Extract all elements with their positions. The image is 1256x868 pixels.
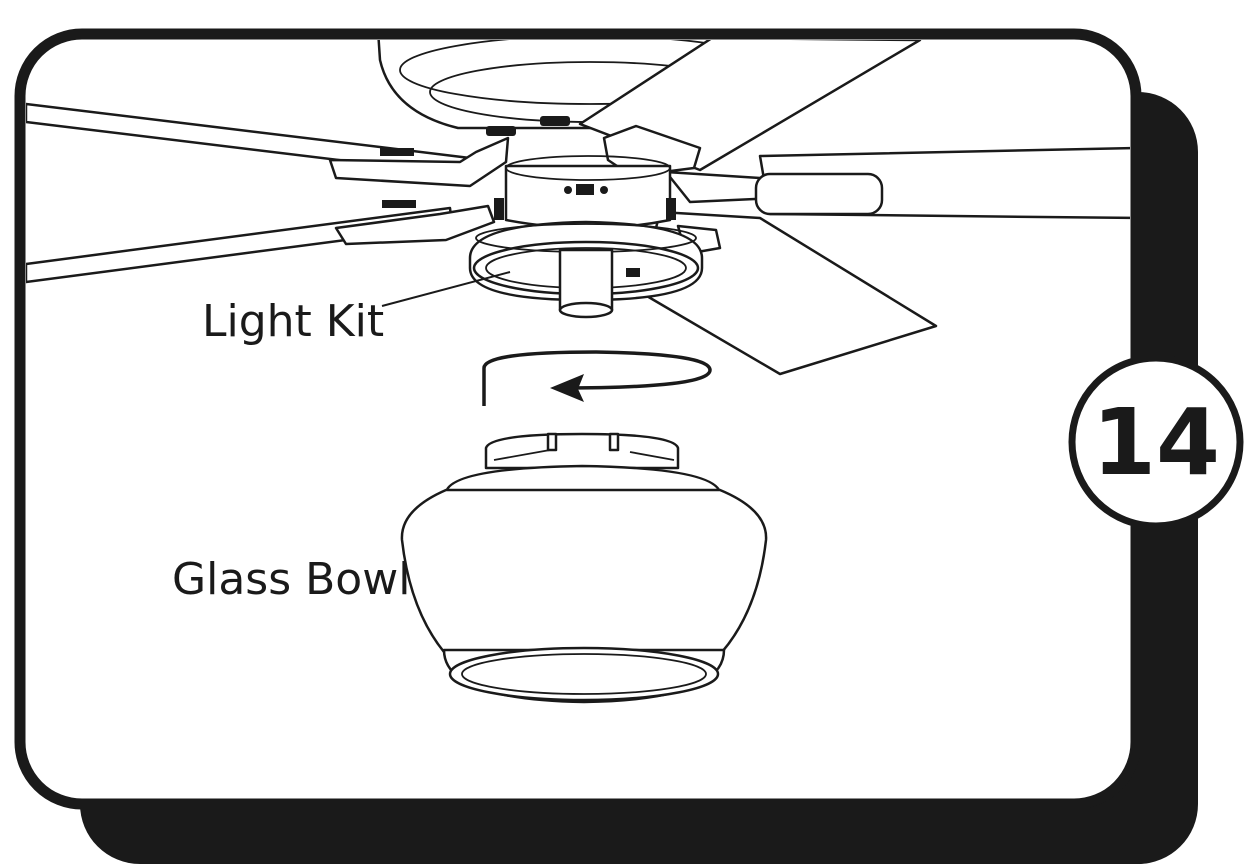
glass-bowl-label: Glass Bowl: [172, 554, 410, 605]
counter-clockwise-arrow-icon: [482, 350, 712, 406]
light-kit-label: Light Kit: [202, 296, 384, 347]
glass-bowl: [400, 432, 768, 704]
light-kit-leader: [381, 271, 511, 307]
switch-housing: [504, 164, 672, 230]
ceiling-fan-illustration: [26, 40, 1130, 376]
step-number: 14: [1092, 389, 1220, 496]
step-badge: 14: [1068, 354, 1244, 530]
